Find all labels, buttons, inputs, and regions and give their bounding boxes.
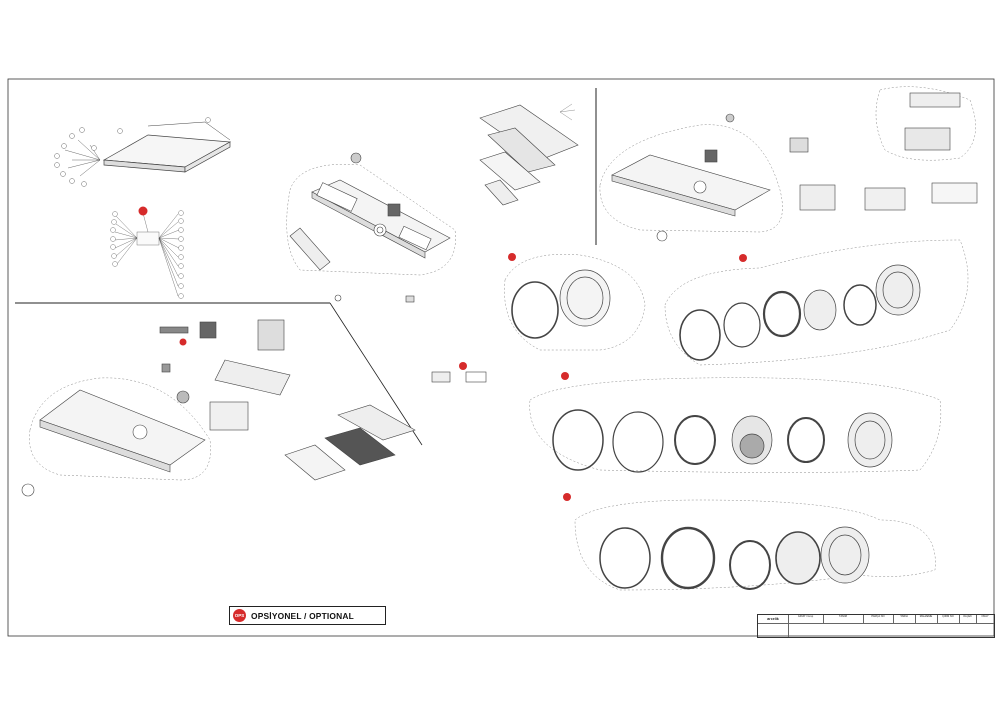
divider-diagonal xyxy=(329,302,423,446)
door-assembly-4 xyxy=(563,493,936,591)
optional-legend: OPS OPSİYONEL / OPTIONAL xyxy=(229,606,386,625)
optional-marker xyxy=(179,338,187,346)
optional-badge-icon: OPS xyxy=(233,609,246,622)
electronics-boards-b xyxy=(284,362,487,481)
top-panel-group xyxy=(54,117,232,187)
optional-kit-fan xyxy=(110,206,184,299)
control-panel-group-a xyxy=(286,152,456,303)
title-block: arcelik GRUP / Grup TANIM PARÇA NO TARİH… xyxy=(757,614,995,638)
title-block-cell: GRUP / Grup xyxy=(788,615,824,623)
optional-legend-label: OPSİYONEL / OPTIONAL xyxy=(251,610,354,621)
title-block-divider xyxy=(758,623,994,624)
title-block-cell: TARİH xyxy=(893,615,916,623)
door-assembly-2 xyxy=(664,239,969,366)
title-block-cell: MALZEME xyxy=(915,615,938,623)
title-block-cell: ÇİZİM NO xyxy=(937,615,960,623)
title-block-cell: ONAY xyxy=(981,615,989,618)
title-block-brand: arcelik xyxy=(758,615,789,637)
drawing-frame xyxy=(7,78,995,637)
electronics-boards-a xyxy=(479,103,579,206)
control-panel-group-c xyxy=(21,319,291,497)
title-block-cell: TANIM xyxy=(823,615,864,623)
door-assembly-1 xyxy=(504,253,646,351)
title-block-cell: PARÇA NO xyxy=(863,615,894,623)
control-panel-group-b xyxy=(599,86,978,242)
door-assembly-3 xyxy=(529,372,941,473)
title-block-cell: ÖLÇEK xyxy=(959,615,977,623)
